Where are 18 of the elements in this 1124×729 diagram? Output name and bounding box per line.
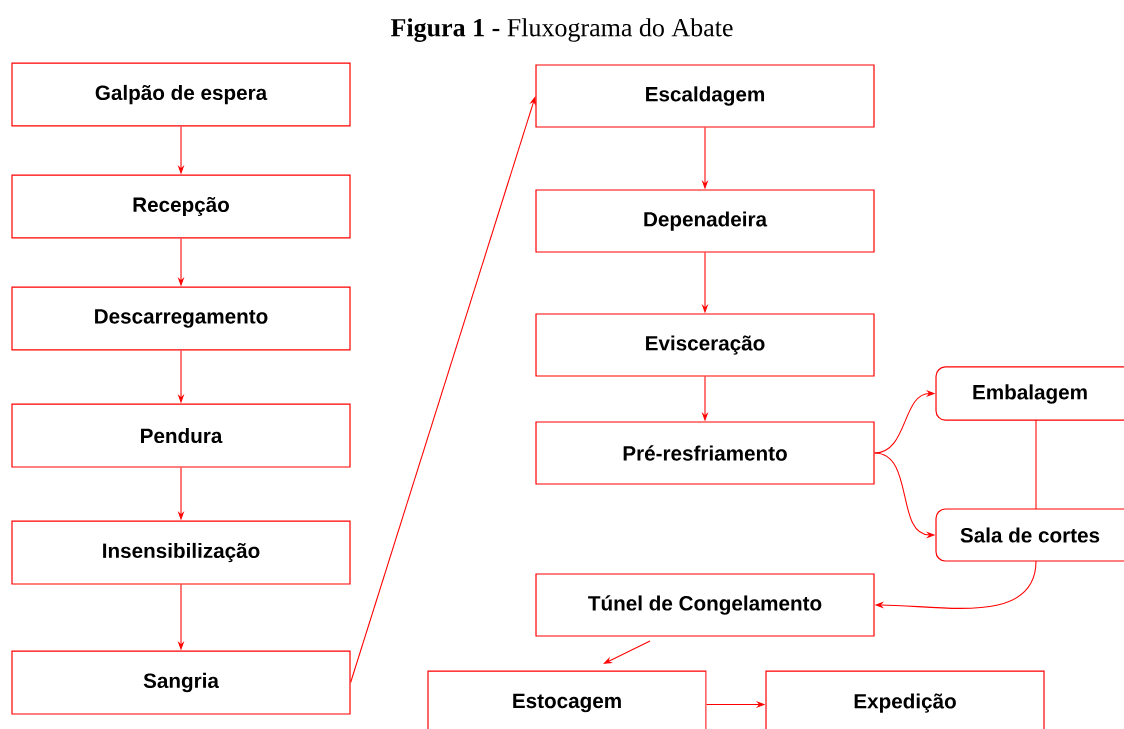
process-box: Evisceração [535, 313, 875, 377]
process-box: Insensibilização [11, 520, 351, 585]
process-box: Escaldagem [535, 64, 875, 128]
process-box: Pré-resfriamento [535, 421, 875, 485]
process-box: Recepção [11, 174, 351, 239]
arrow [603, 640, 651, 664]
process-box: Embalagem [935, 366, 1124, 421]
title: Figura 1 - Fluxograma do Abate [390, 18, 733, 42]
process-box: Expedição [765, 670, 1045, 729]
process-box: Depenadeira [535, 189, 875, 253]
process-box: Túnel de Congelamento [535, 573, 875, 637]
process-box: Sangria [11, 650, 351, 715]
process-box: Descarregamento [11, 286, 351, 351]
process-box: Pendura [11, 403, 351, 468]
process-box: Estocagem [427, 670, 707, 729]
arrow [350, 96, 536, 684]
process-box: Sala de cortes [935, 508, 1124, 562]
process-box: Galpão de espera [11, 62, 351, 127]
